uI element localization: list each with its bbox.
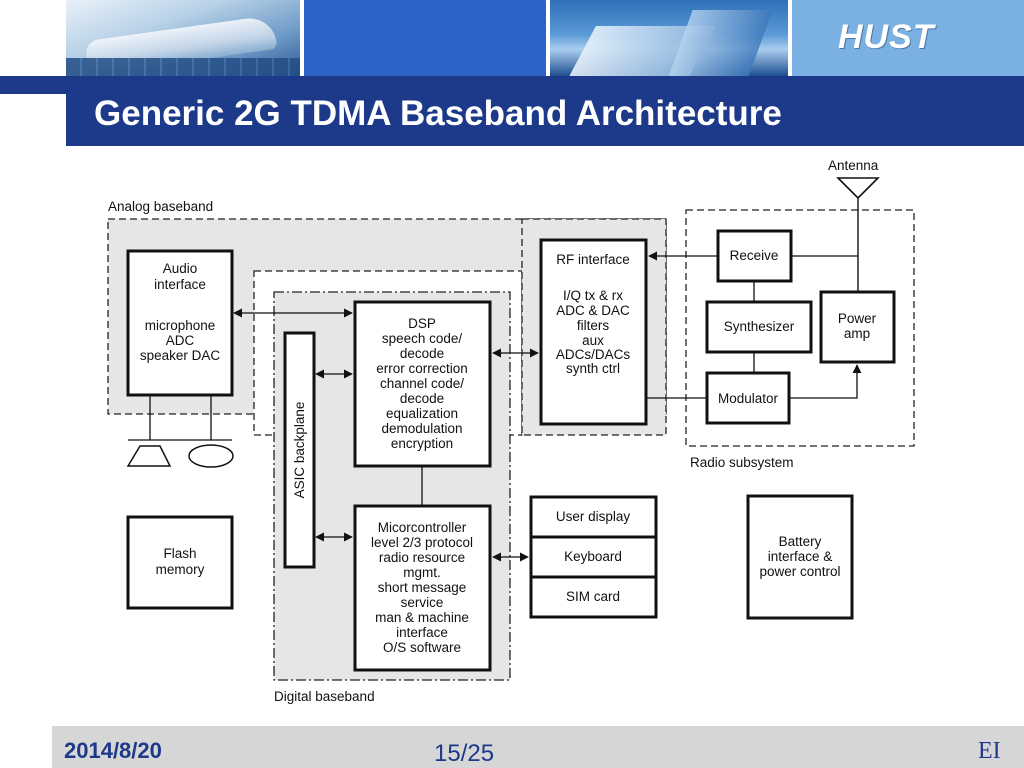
keyboard-label: Keyboard <box>564 549 622 564</box>
antenna-icon <box>836 177 880 200</box>
brand-logo-text: HUST <box>838 18 935 56</box>
svg-text:microphone: microphone <box>145 318 216 333</box>
microcontroller-block <box>353 504 492 672</box>
svg-text:interface &: interface & <box>768 549 833 564</box>
svg-text:synth ctrl: synth ctrl <box>566 361 620 376</box>
battery-label: Battery interface & power control <box>759 534 840 579</box>
title-bar-accent <box>0 76 66 94</box>
battery-block <box>746 494 854 620</box>
svg-text:short message: short message <box>378 580 467 595</box>
svg-text:service: service <box>401 595 444 610</box>
audio-interface-label: Audio interface microphone ADC speaker D… <box>140 261 221 363</box>
dsp-label: DSP speech code/ decode error correction… <box>376 316 468 451</box>
user-display-label: User display <box>556 509 631 524</box>
svg-text:encryption: encryption <box>391 436 453 451</box>
power-amp-label: Power amp <box>838 311 877 341</box>
header-panel-light <box>792 0 1024 76</box>
svg-text:equalization: equalization <box>386 406 458 421</box>
label-digital-baseband: Digital baseband <box>274 689 375 704</box>
footer-org: EI <box>978 738 1001 764</box>
modulator-block <box>705 371 791 425</box>
header-panel-blue <box>304 0 546 76</box>
slide-title: Generic 2G TDMA Baseband Architecture <box>94 94 782 133</box>
svg-text:error correction: error correction <box>376 361 468 376</box>
power-amp-block <box>819 290 896 364</box>
svg-text:demodulation: demodulation <box>381 421 462 436</box>
svg-text:ADCs/DACs: ADCs/DACs <box>556 347 631 362</box>
svg-text:speaker DAC: speaker DAC <box>140 348 221 363</box>
svg-text:interface: interface <box>396 625 448 640</box>
rf-interface-label: RF interface I/Q tx & rx ADC & DAC filte… <box>556 252 631 376</box>
audio-interface-block <box>126 249 234 397</box>
flash-memory-label: Flash memory <box>156 546 205 577</box>
svg-text:ADC: ADC <box>166 333 195 348</box>
page-number: 15/25 <box>434 740 495 767</box>
header-image-buildings <box>550 0 788 76</box>
svg-text:channel code/: channel code/ <box>380 376 464 391</box>
asic-backplane-label: ASIC backplane <box>292 402 307 499</box>
label-analog-baseband: Analog baseband <box>108 199 213 214</box>
sim-card-label: SIM card <box>566 589 620 604</box>
svg-text:Battery: Battery <box>779 534 822 549</box>
microcontroller-label: Micorcontroller level 2/3 protocol radio… <box>371 520 473 655</box>
svg-text:power control: power control <box>759 564 840 579</box>
svg-text:interface: interface <box>154 277 206 292</box>
svg-text:filters: filters <box>577 318 610 333</box>
svg-text:RF interface: RF interface <box>556 252 630 267</box>
svg-text:radio resource: radio resource <box>379 550 465 565</box>
rf-interface-block <box>539 238 648 426</box>
header-image-hands <box>66 0 300 76</box>
svg-text:level 2/3 protocol: level 2/3 protocol <box>371 535 473 550</box>
receive-label: Receive <box>730 248 779 263</box>
microphone-icon <box>188 444 234 468</box>
footer-date: 2014/8/20 <box>64 738 162 763</box>
svg-text:speech code/: speech code/ <box>382 331 463 346</box>
svg-text:Flash: Flash <box>163 546 196 561</box>
svg-text:I/Q tx & rx: I/Q tx & rx <box>563 288 623 303</box>
svg-text:memory: memory <box>156 562 205 577</box>
asic-backplane-block <box>283 331 316 569</box>
label-antenna: Antenna <box>828 158 879 173</box>
svg-text:DSP: DSP <box>408 316 436 331</box>
synthesizer-block <box>705 300 813 354</box>
speaker-icon <box>126 445 172 467</box>
sim-card-block <box>529 575 658 619</box>
connections <box>128 251 862 562</box>
modulator-poweramp-link <box>789 364 862 399</box>
footer-bar <box>52 726 1024 768</box>
svg-text:ADC & DAC: ADC & DAC <box>556 303 630 318</box>
svg-text:decode: decode <box>400 346 444 361</box>
title-bar <box>66 76 1024 146</box>
svg-text:amp: amp <box>844 326 870 341</box>
modulator-label: Modulator <box>718 391 779 406</box>
svg-text:O/S software: O/S software <box>383 640 461 655</box>
svg-text:Audio: Audio <box>163 261 198 276</box>
synthesizer-label: Synthesizer <box>724 319 795 334</box>
svg-text:decode: decode <box>400 391 444 406</box>
svg-text:aux: aux <box>582 333 604 348</box>
dsp-block <box>353 300 492 468</box>
svg-text:man & machine: man & machine <box>375 610 469 625</box>
svg-text:Power: Power <box>838 311 877 326</box>
label-radio-subsystem: Radio subsystem <box>690 455 794 470</box>
flash-memory-block <box>126 515 234 610</box>
svg-text:mgmt.: mgmt. <box>403 565 441 580</box>
svg-text:Micorcontroller: Micorcontroller <box>378 520 467 535</box>
